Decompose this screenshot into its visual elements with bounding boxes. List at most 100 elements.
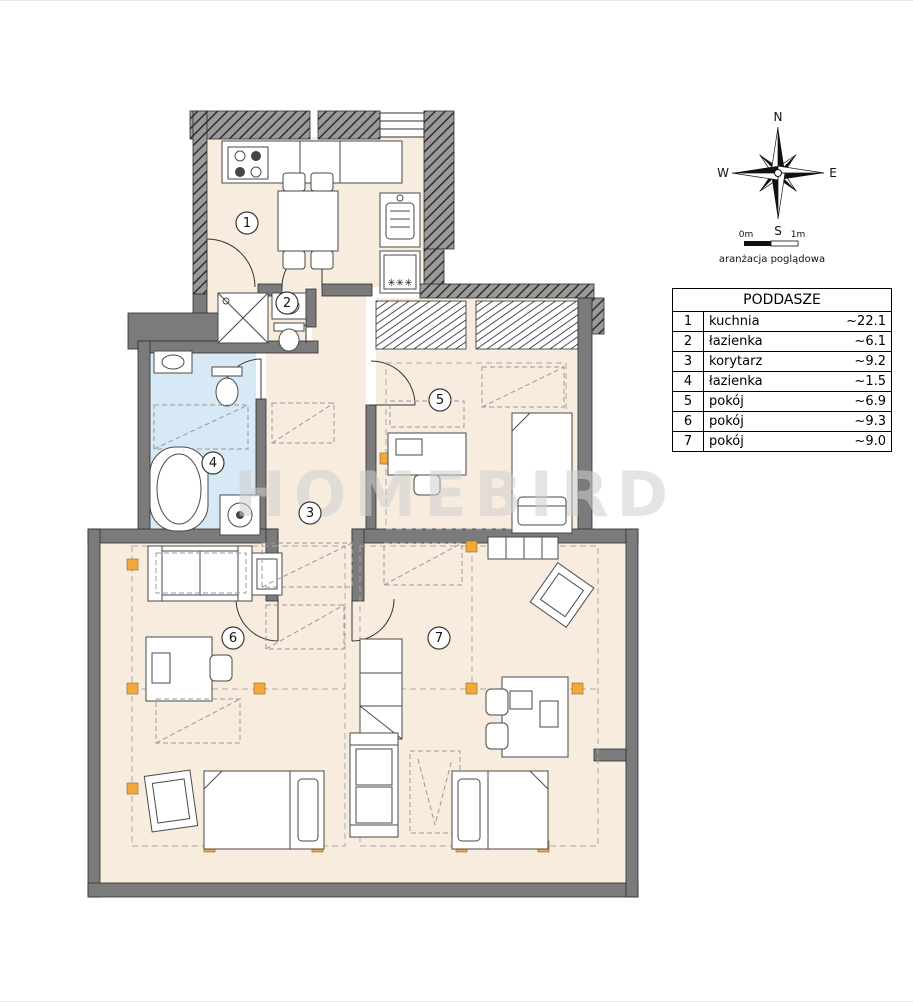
wall-long-east bbox=[419, 283, 595, 299]
corridor-items bbox=[271, 402, 363, 480]
room-label-7: 7 bbox=[427, 626, 451, 650]
armchair bbox=[529, 562, 595, 628]
room-label-4: 4 bbox=[201, 451, 225, 475]
room6-door bbox=[235, 598, 279, 642]
kitchen-window bbox=[379, 112, 425, 138]
wall-outer-right bbox=[625, 528, 639, 898]
room5-furniture bbox=[387, 366, 573, 534]
legend-room-area: ~1.5 bbox=[831, 371, 891, 392]
legend-room-area: ~22.1 bbox=[831, 312, 891, 332]
legend-room-number: 5 bbox=[673, 391, 704, 412]
legend-row: 1 kuchnia ~22.1 bbox=[673, 312, 891, 332]
room6-furniture bbox=[143, 542, 353, 850]
wall-kitchen-left bbox=[192, 110, 208, 295]
scale-bar-filled bbox=[744, 241, 771, 246]
washing-machine-icon bbox=[219, 494, 261, 536]
room6-slope-outline bbox=[131, 545, 346, 847]
wall-top-left bbox=[189, 110, 311, 140]
desk bbox=[387, 432, 467, 496]
armchair bbox=[251, 552, 283, 596]
room-label-6: 6 bbox=[221, 626, 245, 650]
wall-kitchen-south-b bbox=[321, 283, 373, 297]
slope-dashed-rect bbox=[389, 400, 465, 428]
legend-row: 3 korytarz ~9.2 bbox=[673, 351, 891, 372]
legend-row: 4 łazienka ~1.5 bbox=[673, 371, 891, 392]
legend-row: 6 pokój ~9.3 bbox=[673, 411, 891, 432]
shelf bbox=[487, 536, 559, 560]
legend-room-area: ~9.3 bbox=[831, 411, 891, 432]
knee-wall-left bbox=[375, 300, 467, 350]
slope-dashed-rect bbox=[481, 366, 565, 408]
legend-room-name: łazienka bbox=[703, 371, 831, 392]
sofa bbox=[147, 545, 253, 602]
room-labels: 1 2 3 4 5 6 7 bbox=[201, 211, 452, 650]
svg-text:6: 6 bbox=[229, 631, 237, 646]
slope-dashed-rect bbox=[155, 552, 247, 594]
legend-room-number: 3 bbox=[673, 351, 704, 372]
legend-title: PODDASZE bbox=[673, 289, 891, 312]
room-label-2: 2 bbox=[275, 291, 299, 315]
room-label-3: 3 bbox=[298, 501, 322, 525]
desk bbox=[485, 676, 569, 758]
legend-table: PODDASZE 1 kuchnia ~22.1 2 łazienka ~6.1… bbox=[672, 288, 892, 452]
svg-text:3: 3 bbox=[306, 506, 314, 521]
slope-dashed-rect bbox=[271, 402, 335, 444]
legend-room-number: 6 bbox=[673, 411, 704, 432]
wall-outer-left bbox=[87, 528, 101, 898]
legend-room-area: ~9.2 bbox=[831, 351, 891, 372]
armchair bbox=[143, 769, 199, 833]
wall-top-right bbox=[317, 110, 381, 140]
kitchen-table-and-chairs bbox=[277, 172, 339, 270]
legend-room-name: korytarz bbox=[703, 351, 831, 372]
sofa bbox=[349, 732, 399, 838]
wall-bath4-left bbox=[137, 340, 151, 542]
compass-n-label: N bbox=[774, 110, 783, 124]
scale-start-label: 0m bbox=[739, 230, 754, 240]
compass-rose: N E S W bbox=[717, 110, 837, 238]
bed bbox=[451, 770, 549, 850]
desk bbox=[145, 636, 233, 702]
wall-kitchen-right-column bbox=[423, 110, 455, 250]
bath-toilet-icon bbox=[211, 366, 243, 407]
svg-text:2: 2 bbox=[283, 296, 291, 311]
toilet-icon bbox=[273, 322, 305, 352]
watermark: HOMEBIRD bbox=[234, 458, 676, 531]
bathroom2-furniture bbox=[217, 292, 307, 352]
wall-right-notch bbox=[593, 748, 627, 762]
svg-text:4: 4 bbox=[209, 456, 217, 471]
bath-sink-icon bbox=[153, 350, 193, 374]
wall-bath2-divider bbox=[305, 288, 317, 328]
legend-room-name: pokój bbox=[703, 391, 831, 412]
compass-e-label: E bbox=[829, 166, 837, 180]
legend-row: 7 pokój ~9.0 bbox=[673, 431, 891, 451]
svg-text:1: 1 bbox=[243, 216, 251, 231]
svg-text:5: 5 bbox=[436, 393, 444, 408]
scale-end-label: 1m bbox=[791, 230, 806, 240]
slope-dashed-rect bbox=[155, 698, 241, 744]
wall-outer-bottom bbox=[87, 882, 639, 898]
legend-room-area: ~6.9 bbox=[831, 391, 891, 412]
bathroom4-furniture bbox=[149, 350, 261, 536]
slope-dashed-rect bbox=[265, 604, 345, 650]
slope-dashed-rect bbox=[153, 404, 249, 450]
legend-room-number: 2 bbox=[673, 331, 704, 352]
kitchen-furniture: ✳✳✳ bbox=[221, 140, 421, 294]
scale-caption: aranżacja poglądowa bbox=[719, 254, 825, 265]
room7-furniture bbox=[325, 536, 595, 850]
legend-room-number: 1 bbox=[673, 312, 704, 332]
corridor-floor-top bbox=[312, 287, 366, 353]
svg-text:7: 7 bbox=[435, 631, 443, 646]
stove-icon bbox=[227, 146, 269, 180]
bed bbox=[511, 412, 573, 534]
knee-wall-right bbox=[475, 300, 579, 350]
shower-icon bbox=[217, 292, 269, 344]
legend-room-name: kuchnia bbox=[703, 312, 831, 332]
legend-room-number: 7 bbox=[673, 431, 704, 451]
walls bbox=[87, 110, 639, 898]
legend-row: 5 pokój ~6.9 bbox=[673, 391, 891, 412]
wardrobe bbox=[359, 638, 403, 740]
svg-text:✳✳✳: ✳✳✳ bbox=[387, 278, 412, 289]
room-label-5: 5 bbox=[428, 388, 452, 412]
compass-s-label: S bbox=[774, 224, 782, 238]
